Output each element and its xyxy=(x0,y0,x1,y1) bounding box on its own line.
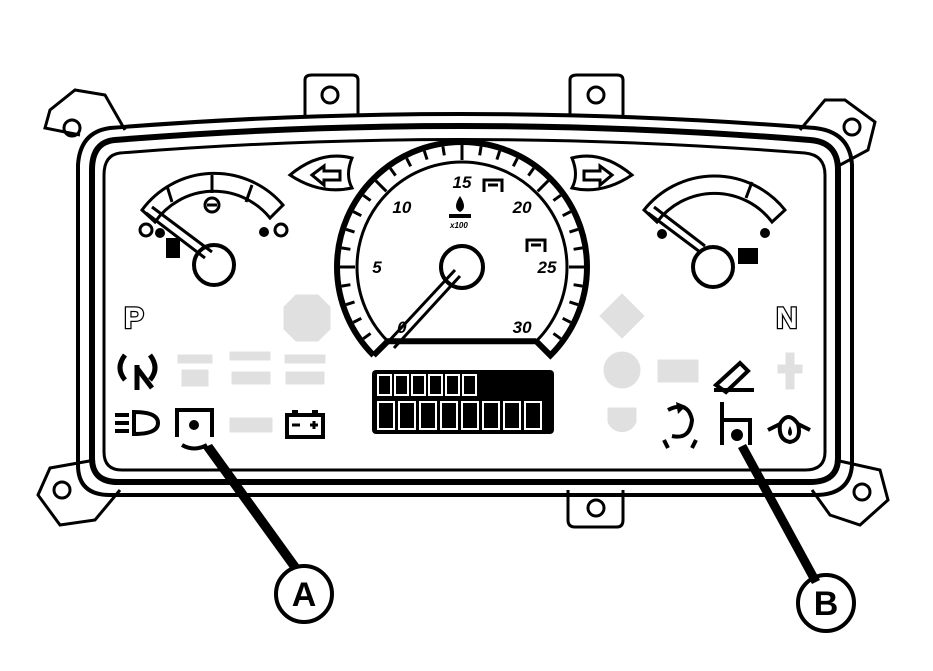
tach-tick xyxy=(536,179,550,193)
tach-tick xyxy=(569,300,579,307)
lcd-display xyxy=(372,370,554,434)
tach-tick xyxy=(573,283,583,288)
lcd-digit xyxy=(482,401,500,430)
rotation-icon xyxy=(662,402,698,449)
housing xyxy=(36,73,890,529)
tach-tick xyxy=(374,179,388,193)
tach-unit-label: x100 xyxy=(449,221,468,230)
lcd-small-digit xyxy=(428,374,443,396)
callout-label: B xyxy=(814,585,839,623)
lcd-digit xyxy=(419,401,437,430)
tach-tick xyxy=(405,157,413,167)
tach-tick xyxy=(362,194,372,202)
tach-tick xyxy=(569,227,579,234)
stop-icon xyxy=(283,294,331,342)
lcd-small-digit xyxy=(462,374,477,396)
tach-scale-label: 30 xyxy=(513,318,532,337)
callout-a: A xyxy=(203,444,334,624)
tach-tick xyxy=(341,246,351,251)
tach-tick xyxy=(345,227,355,234)
callout-label: A xyxy=(292,576,317,614)
battery-icon xyxy=(285,410,325,439)
tach-tick xyxy=(511,157,519,167)
gear-icon xyxy=(603,351,641,389)
lcd-digit xyxy=(377,401,395,430)
right-turn-icon xyxy=(569,154,635,192)
park-icon: P xyxy=(124,302,144,335)
coolant-temp-gauge-icon xyxy=(641,174,788,289)
tach-tick xyxy=(352,210,362,218)
tach-tick xyxy=(536,341,550,355)
tach-tick xyxy=(527,167,535,177)
callout-b: B xyxy=(738,444,856,633)
tach-tick xyxy=(341,283,351,288)
tach-scale-label: 25 xyxy=(537,258,557,277)
left-turn-icon xyxy=(287,154,355,192)
lcd-digit xyxy=(398,401,416,430)
tach-tick xyxy=(552,332,562,340)
tach-tick xyxy=(562,210,572,218)
tach-tick xyxy=(374,341,388,355)
tach-tick xyxy=(389,167,397,177)
neutral-icon: N xyxy=(776,302,798,335)
filter-icon xyxy=(607,407,637,433)
warning-diamond-icon xyxy=(599,293,645,339)
tach-scale-label: 20 xyxy=(512,198,532,217)
lcd-small-digit xyxy=(445,374,460,396)
seat-icon xyxy=(720,402,752,445)
tach-tick xyxy=(573,246,583,251)
lcd-digit xyxy=(524,401,542,430)
tach-tick xyxy=(422,150,429,160)
tractor-icon xyxy=(229,417,273,433)
tach-tick xyxy=(345,300,355,307)
fuel-drop-icon xyxy=(449,196,471,218)
tach-tick xyxy=(478,146,483,156)
lcd-small-digit xyxy=(394,374,409,396)
hitch-icon xyxy=(777,352,803,390)
tach-tick xyxy=(552,194,562,202)
tach-tick xyxy=(362,332,372,340)
trailer-turn-2-icon xyxy=(284,354,326,385)
lcd-digit xyxy=(461,401,479,430)
oil-pressure-icon xyxy=(767,415,811,445)
tach-tick xyxy=(562,316,572,324)
lcd-small-digit xyxy=(411,374,426,396)
trailer-turn-icon xyxy=(229,351,271,385)
no-signal-icon xyxy=(117,353,158,390)
fuel-gauge-icon xyxy=(138,171,289,287)
pen-icon xyxy=(712,360,754,395)
lcd-small-digit xyxy=(377,374,392,396)
tractor-turn-icon xyxy=(177,354,213,387)
tach-tick xyxy=(352,316,362,324)
lcd-digit xyxy=(440,401,458,430)
lcd-digit xyxy=(503,401,521,430)
tach-scale-label: 5 xyxy=(372,258,382,277)
tach-tick xyxy=(495,150,502,160)
tach-tick xyxy=(441,146,446,156)
tractor-2-icon xyxy=(657,359,699,383)
tach-scale-label: 10 xyxy=(392,198,411,217)
tach-scale-label: 15 xyxy=(453,173,472,192)
headlight-icon xyxy=(115,409,161,437)
pto-icon xyxy=(175,408,214,451)
